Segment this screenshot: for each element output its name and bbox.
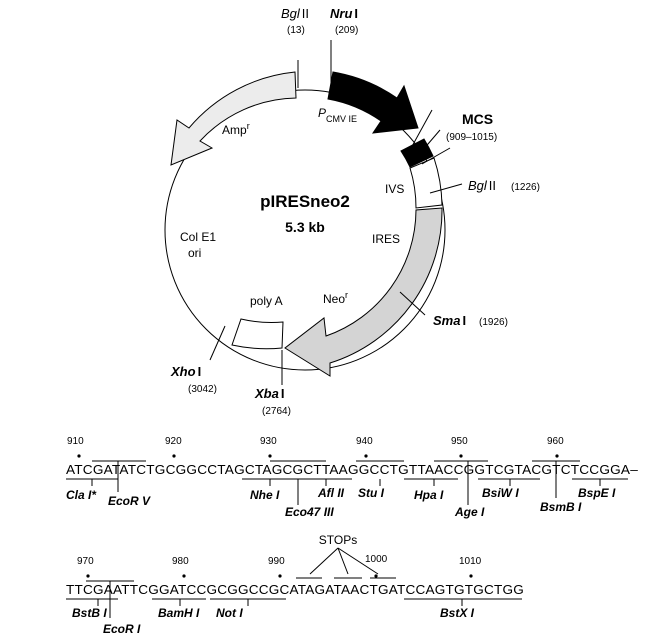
site-bglii-13-pos: (13) [287, 25, 305, 36]
seq-pos-970: 970 [77, 556, 94, 567]
site-xhoi-pos: (3042) [188, 384, 217, 395]
sequence-line-1: 910 920 930 940 950 960 ATCGATATCTGCGGCC… [66, 436, 639, 519]
seq-pos-1000: 1000 [365, 554, 388, 565]
enzyme-stui: Stu I [358, 486, 385, 500]
enzyme-aflii: Afl II [317, 486, 345, 500]
plasmid-name: pIRESneo2 [260, 192, 350, 211]
ampr-arrow [170, 71, 297, 166]
mcs-label: MCS [462, 111, 493, 127]
seq-pos-1010: 1010 [459, 556, 482, 567]
enzyme-bspei: BspE I [578, 486, 616, 500]
mcs-tick-2 [415, 129, 441, 159]
enzyme-ecori: EcoR I [103, 622, 141, 636]
pcmv-ie-arrow [327, 71, 419, 134]
seq-pos-990: 990 [268, 556, 285, 567]
seq-pos-940: 940 [356, 436, 373, 447]
xhoi-tick [209, 325, 226, 361]
site-xbai-pos: (2764) [262, 406, 291, 417]
mcs-tick-3 [421, 147, 451, 165]
sequence-text-2: TTCGAATTCGGATCCGCGGCCGCATAGATAACTGATCCAG… [66, 582, 524, 597]
ori-label: ori [188, 246, 201, 260]
site-bglii-1226-pos: (1226) [511, 182, 540, 193]
ivs-box [409, 157, 443, 209]
amp-label: Ampr [222, 121, 250, 137]
ivs-label: IVS [385, 182, 404, 196]
sequence-line-2: 970 980 990 1000 1010 STOPs TTCGAATTCGGA… [66, 533, 524, 636]
neo-label: Neor [323, 290, 348, 306]
ires-label: IRES [372, 232, 400, 246]
cole1-label: Col E1 [180, 230, 216, 244]
enzyme-hpai: Hpa I [414, 488, 444, 502]
enzyme-clai: Cla I* [66, 488, 97, 502]
enzyme-bamhi: BamH I [158, 606, 200, 620]
ires-neo-arrow [284, 207, 443, 377]
enzyme-ecorv: EcoR V [108, 494, 151, 508]
seq-pos-950: 950 [451, 436, 468, 447]
mcs-range: (909–1015) [446, 132, 497, 143]
site-smai-pos: (1926) [479, 317, 508, 328]
plasmid-size: 5.3 kb [285, 219, 325, 235]
stops-label: STOPs [319, 533, 357, 547]
enzyme-agei: Age I [454, 505, 485, 519]
enzyme-bsiwi: BsiW I [482, 486, 519, 500]
sequence-text-1: ATCGATATCTGCGGCCTAGCTAGCGCTTAAGGCCTGTTAA… [66, 462, 639, 477]
polya-box [231, 318, 284, 350]
pcmv-label: PCMV IE [318, 106, 357, 124]
seq-pos-920: 920 [165, 436, 182, 447]
seq-pos-930: 930 [260, 436, 277, 447]
bglii-1226-tick [429, 183, 463, 194]
polya-label: poly A [250, 294, 283, 308]
plasmid-backbone [164, 89, 446, 371]
enzyme-bstbi: BstB I [72, 606, 107, 620]
seq-pos-910: 910 [67, 436, 84, 447]
smai-tick [399, 291, 426, 316]
site-nrui-pos: (209) [335, 25, 358, 36]
enzyme-bsmbi: BsmB I [540, 500, 582, 514]
enzyme-noti: Not I [216, 606, 243, 620]
seq-pos-980: 980 [172, 556, 189, 567]
mcs-tick-1 [409, 109, 433, 151]
enzyme-nhei: Nhe I [250, 488, 280, 502]
enzyme-bstxi: BstX I [440, 606, 475, 620]
seq-pos-960: 960 [547, 436, 564, 447]
enzyme-eco47iii: Eco47 III [285, 505, 334, 519]
